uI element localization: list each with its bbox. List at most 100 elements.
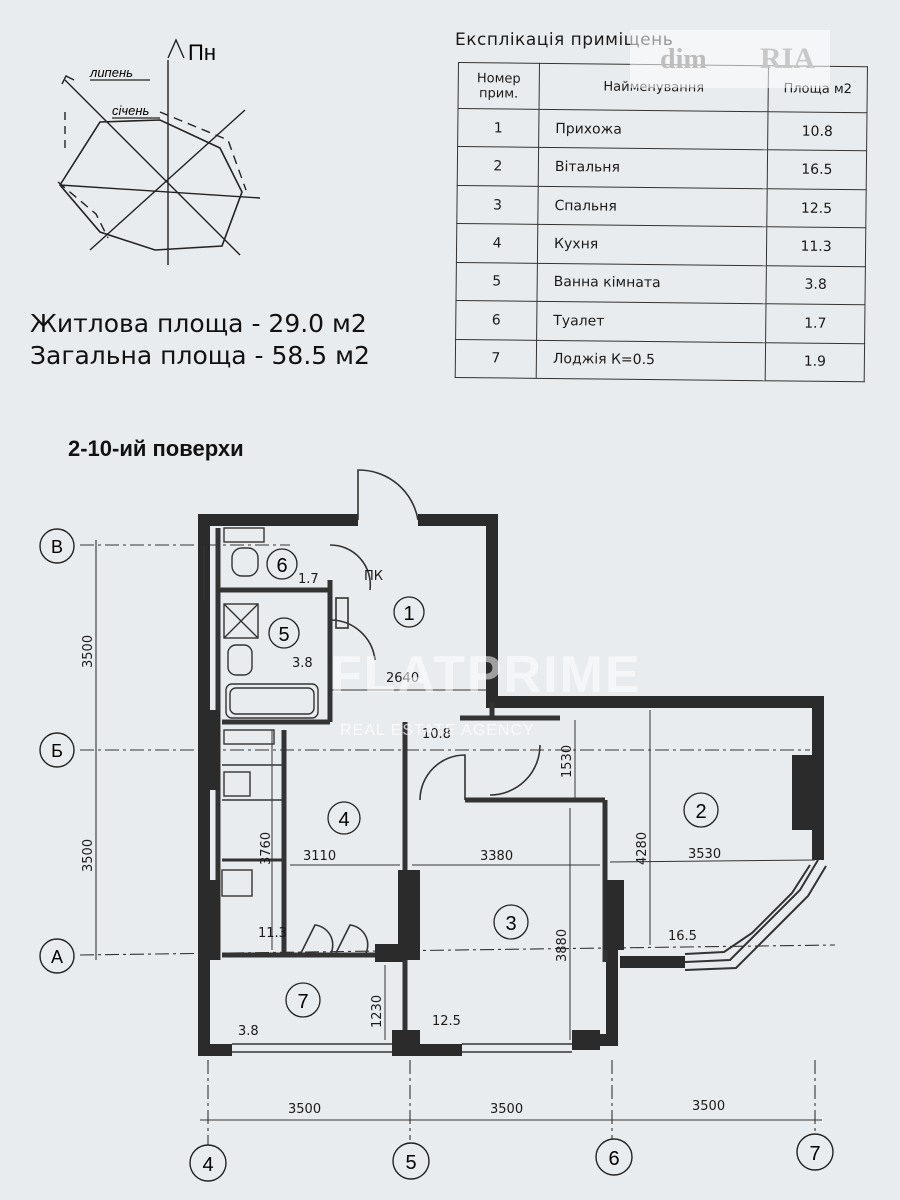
room-number: 4 — [338, 809, 349, 831]
dimension-label: 3500 — [692, 1099, 725, 1114]
room-num: 7 — [455, 339, 537, 379]
logo-ria-text: RIA — [760, 42, 816, 75]
logo-dom-text: dim — [660, 44, 707, 75]
watermark-subtitle: REAL ESTATE AGENCY — [340, 722, 535, 739]
compass-july-label: липень — [89, 65, 133, 80]
dimension-label: 3500 — [288, 1102, 321, 1117]
room-number: 3 — [505, 913, 516, 935]
room-num: 4 — [456, 223, 538, 264]
watermark-brand: FLATPRIME — [330, 646, 642, 704]
room-num: 5 — [456, 262, 538, 302]
room-name: Лоджія К=0.5 — [536, 339, 766, 381]
dimension-label: 2640 — [386, 671, 419, 686]
room-area: 12.5 — [766, 188, 867, 229]
room-areas: 1.7 3.8 10.8 11.3 16.5 12.5 3.8 — [238, 572, 697, 1039]
axis-label: А — [51, 947, 63, 967]
room-num: 2 — [457, 146, 539, 187]
dimension-label: 3380 — [480, 849, 513, 864]
axis-label: 6 — [608, 1148, 619, 1170]
total-area-text: Загальна площа - 58.5 м2 — [30, 341, 370, 370]
dimension-label: 3530 — [688, 847, 721, 862]
room-area: 16.5 — [767, 150, 867, 190]
wall-blocks — [198, 710, 814, 1052]
room-bubble-4: 4 — [327, 801, 361, 835]
axis-bubble-row-b: Б — [39, 732, 75, 768]
axis-label: Б — [51, 741, 63, 761]
room-bubble-5: 5 — [268, 617, 300, 649]
room-area-label: 12.5 — [432, 1014, 461, 1029]
room-number: 6 — [276, 555, 287, 577]
axis-label: 4 — [202, 1154, 213, 1176]
room-area: 10.8 — [767, 111, 867, 152]
compass-january-label: січень — [112, 103, 150, 118]
axis-bubble-col-4: 4 — [189, 1144, 227, 1182]
dimension-label: 3880 — [555, 929, 570, 962]
compass-north-label: Пн — [188, 40, 216, 65]
room-bubble-6: 6 — [266, 548, 298, 580]
room-area: 1.7 — [765, 303, 865, 344]
bay-window — [684, 859, 827, 971]
room-area-label: 3.8 — [292, 656, 313, 671]
living-area-text: Житлова площа - 29.0 м2 — [30, 309, 367, 338]
room-bubbles: 6 5 1 4 2 3 7 — [266, 548, 719, 1018]
dimension-label: 3500 — [490, 1102, 523, 1117]
dimension-texts: 3500 3500 3500 3500 3500 2640 3760 3110 … — [81, 569, 725, 1117]
room-area: 11.3 — [766, 227, 866, 267]
room-area: 3.8 — [765, 265, 866, 305]
room-name: Туалет — [536, 301, 766, 343]
room-bubble-7: 7 — [285, 982, 321, 1018]
room-num: 3 — [456, 185, 539, 225]
room-number: 7 — [297, 991, 308, 1013]
room-bubble-1: 1 — [393, 596, 425, 628]
room-num: 1 — [457, 108, 540, 148]
pk-label: ПК — [364, 569, 383, 584]
axis-bubble-col-6: 6 — [595, 1138, 633, 1176]
bathroom-fixtures — [221, 527, 319, 897]
room-number: 1 — [403, 603, 414, 625]
room-name: Спальня — [537, 186, 768, 228]
axis-bubble-col-7: 7 — [796, 1133, 834, 1171]
dimension-lines — [208, 689, 816, 1121]
room-area-label: 11.3 — [258, 926, 287, 941]
axis-bubble-row-a: А — [39, 938, 75, 974]
axis-label: 7 — [809, 1143, 820, 1165]
dimension-label: 3110 — [303, 849, 336, 864]
room-area-label: 10.8 — [422, 727, 451, 742]
room-name: Прихожа — [538, 109, 768, 151]
dimension-label: 1530 — [560, 745, 575, 778]
room-area-label: 3.8 — [238, 1024, 259, 1039]
floors-label: 2-10-ий поверхи — [68, 436, 244, 461]
axis-bubble-row-v: В — [39, 528, 75, 564]
axis-label: В — [51, 537, 63, 557]
header-number: Номер прим. — [458, 62, 540, 110]
windows — [203, 545, 572, 1053]
explication-title: Експлікація приміщень — [455, 30, 674, 50]
dimension-label: 4280 — [635, 832, 650, 865]
doors — [299, 469, 541, 956]
outer-walls — [198, 514, 824, 1056]
room-num: 6 — [455, 300, 537, 340]
room-number: 5 — [278, 624, 289, 646]
room-area-label: 16.5 — [668, 929, 697, 944]
axis-bubble-col-5: 5 — [392, 1142, 430, 1180]
inner-walls — [215, 528, 608, 1050]
room-bubble-3: 3 — [493, 904, 529, 940]
room-area: 1.9 — [765, 342, 865, 382]
compass-rose — [57, 38, 261, 265]
room-name: Кухня — [537, 224, 767, 266]
watermark-logo: dim RIA — [630, 30, 830, 88]
axis-label: 5 — [405, 1152, 416, 1174]
dimension-label: 3500 — [81, 839, 96, 872]
room-name: Ванна кімната — [536, 263, 767, 304]
room-bubble-2: 2 — [683, 792, 719, 828]
room-name: Вітальня — [538, 147, 768, 189]
dimension-label: 3500 — [81, 635, 96, 668]
